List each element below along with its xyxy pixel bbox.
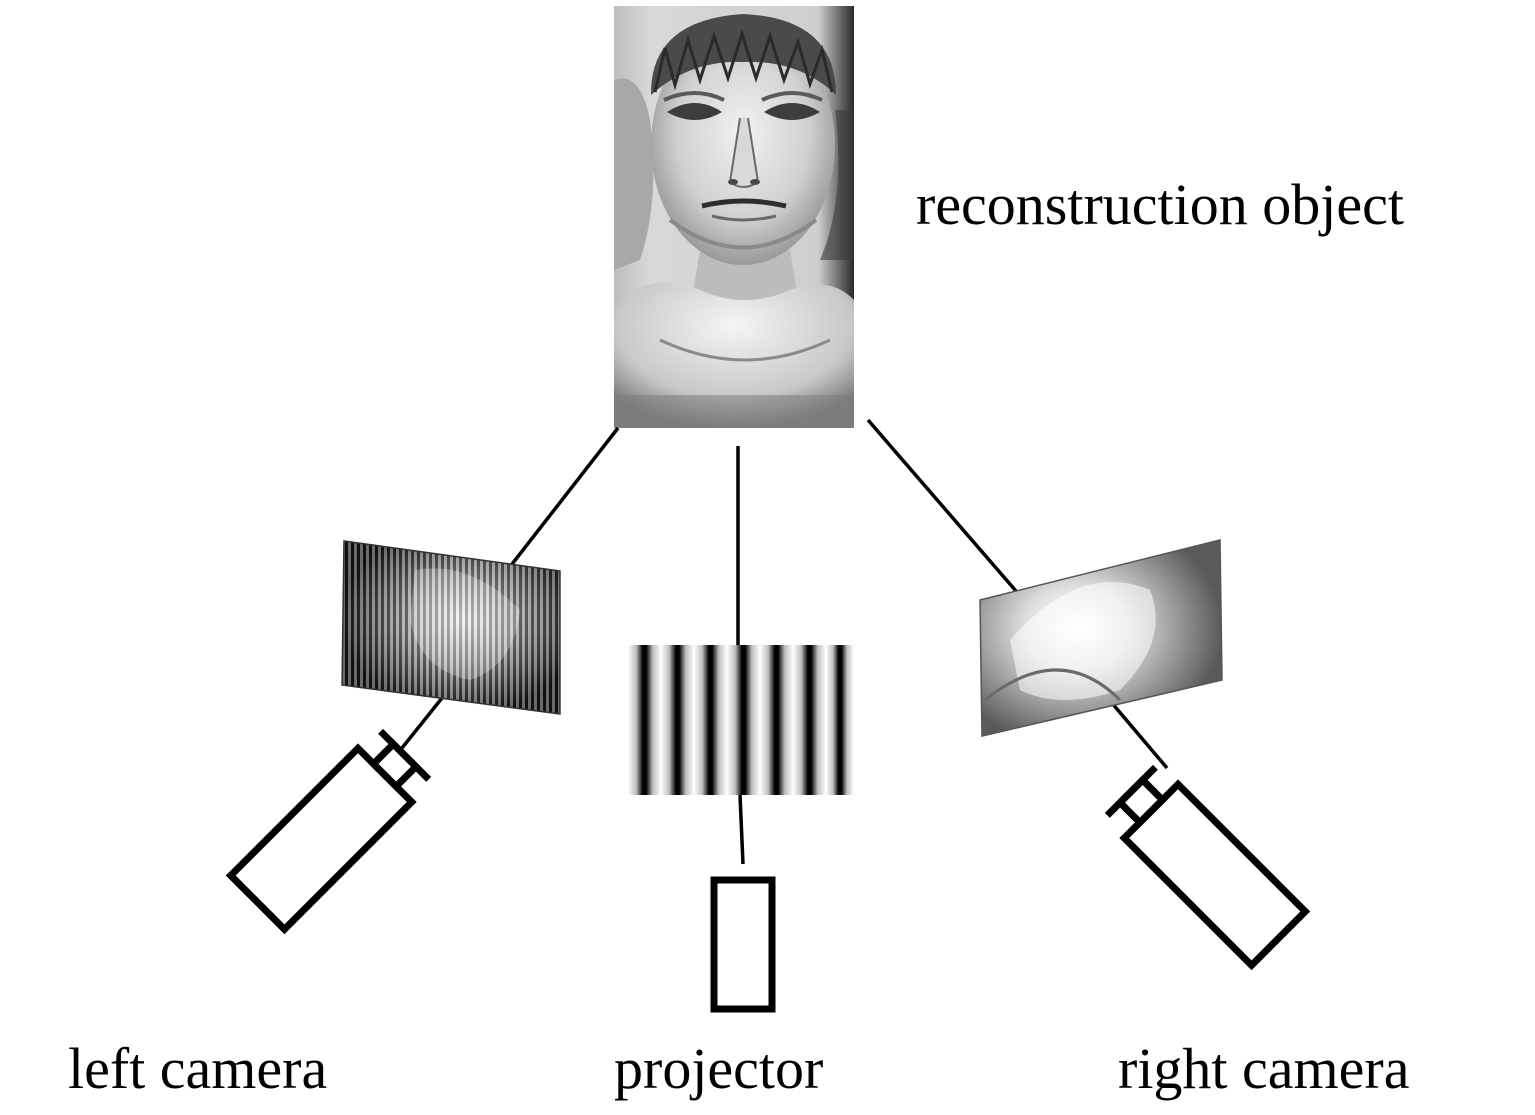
left-camera-label: left camera	[68, 1036, 328, 1101]
left-camera-icon	[225, 728, 432, 935]
projector-line	[738, 794, 745, 865]
reconstruction-object-image	[614, 6, 854, 428]
right-captured-image	[979, 539, 1223, 737]
right-camera-icon	[1104, 764, 1311, 971]
left-captured-image	[341, 540, 561, 715]
right-camera-label: right camera	[1118, 1036, 1410, 1101]
reconstruction-object-label: reconstruction object	[916, 172, 1404, 237]
projector-icon	[710, 876, 776, 1013]
projector-label: projector	[614, 1036, 824, 1101]
projector-fringe-pattern	[628, 645, 854, 795]
left-path-line	[507, 426, 620, 570]
right-path-line	[866, 418, 1024, 600]
